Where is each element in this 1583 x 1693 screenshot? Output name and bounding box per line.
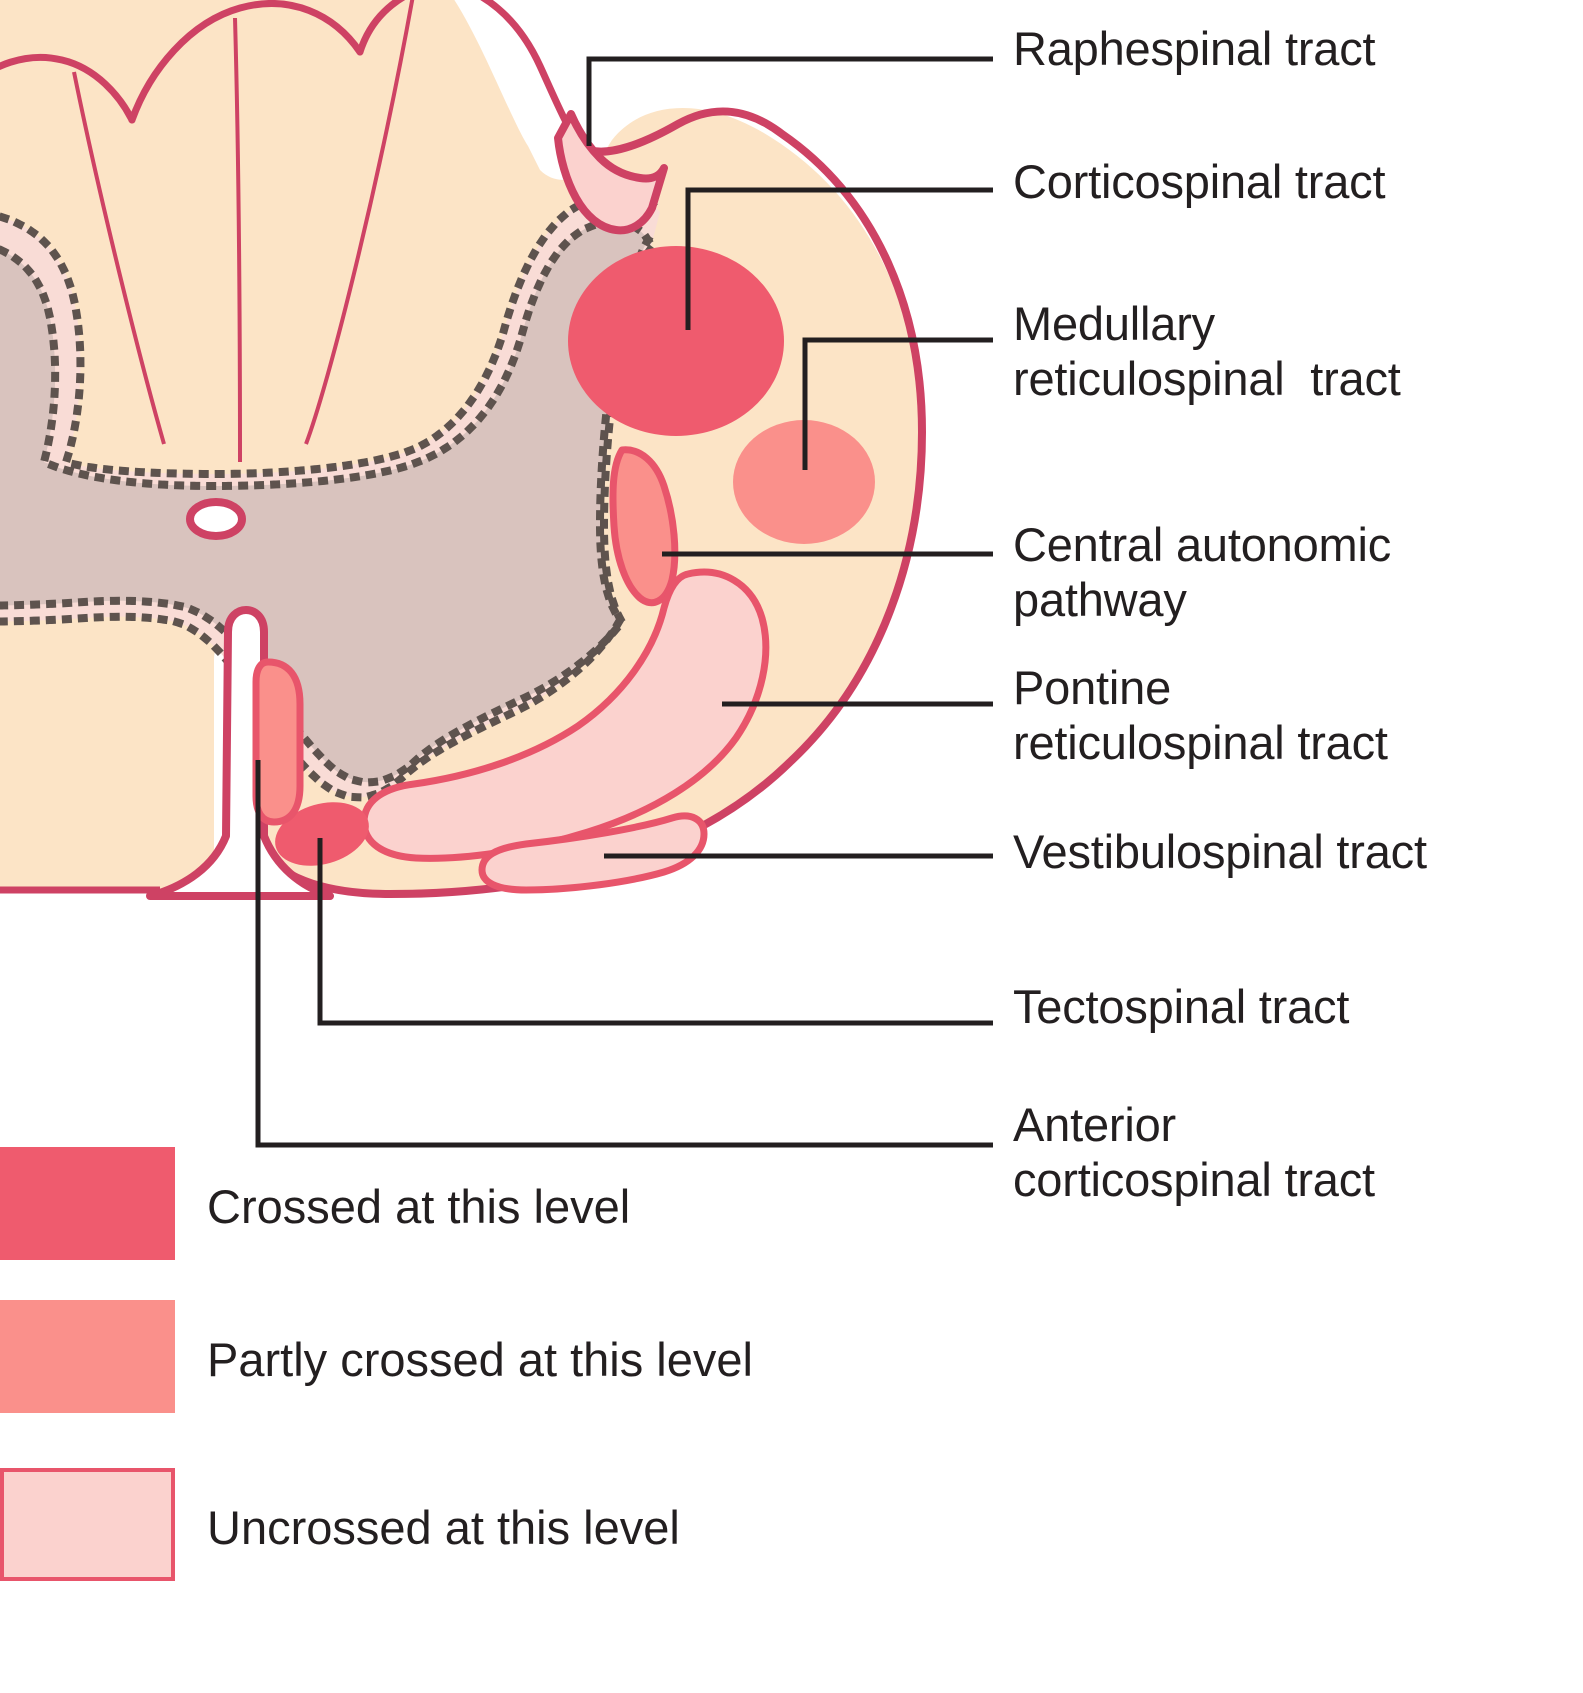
label-text: Raphespinal tract bbox=[1013, 22, 1376, 75]
dorsal-septum-2 bbox=[233, 17, 242, 463]
leader-corticospinal bbox=[685, 187, 993, 330]
label-vestibulospinal-tract: Vestibulospinal tract bbox=[1013, 825, 1427, 880]
gray-matter-dotted-outer bbox=[0, 190, 666, 479]
medullary-reticulospinal-tract bbox=[733, 420, 875, 544]
anterior-corticospinal-tract bbox=[252, 658, 304, 826]
label-text: Vestibulospinal tract bbox=[1013, 825, 1427, 878]
leader-raphespinal bbox=[586, 56, 993, 146]
cord-outline-top bbox=[0, 53, 136, 124]
tectospinal-tract bbox=[275, 802, 369, 866]
leader-tectospinal bbox=[317, 838, 993, 1026]
gray-matter-dotted-outer-lower bbox=[0, 244, 656, 802]
vestibulospinal-tract bbox=[478, 812, 708, 894]
corticospinal-tract bbox=[568, 246, 784, 436]
legend-swatch-uncrossed bbox=[0, 1468, 175, 1581]
label-corticospinal-tract: Corticospinal tract bbox=[1013, 155, 1386, 210]
label-text-line2: pathway bbox=[1013, 572, 1187, 626]
label-text-line1: Central autonomic bbox=[1013, 518, 1392, 571]
central-autonomic-pathway bbox=[609, 446, 679, 606]
leader-lines bbox=[255, 56, 993, 1148]
leader-anterior-corticospinal bbox=[255, 760, 993, 1148]
cord-outline-right bbox=[260, 107, 926, 898]
gray-matter-dotted-inner bbox=[0, 217, 654, 491]
legend-label-crossed: Crossed at this level bbox=[207, 1180, 631, 1233]
label-text-line1: Anterior bbox=[1013, 1098, 1176, 1151]
label-raphespinal-tract: Raphespinal tract bbox=[1013, 22, 1376, 77]
leader-medullary-retic bbox=[802, 337, 993, 470]
cord-outline-lobe-3 bbox=[356, 0, 406, 56]
label-text-line2: reticulospinal tract bbox=[1013, 351, 1401, 405]
cord-outline-lobe-2 bbox=[128, 0, 364, 124]
raphespinal-tract bbox=[554, 110, 668, 235]
legend-swatch-partly-crossed bbox=[0, 1300, 175, 1413]
label-text-line1: Pontine bbox=[1013, 661, 1172, 714]
label-text: Corticospinal tract bbox=[1013, 155, 1386, 208]
gray-matter-core bbox=[0, 221, 648, 783]
anterior-median-fissure bbox=[146, 606, 334, 900]
label-text: Tectospinal tract bbox=[1013, 980, 1350, 1033]
central-canal bbox=[186, 498, 246, 540]
label-text-line2: corticospinal tract bbox=[1013, 1152, 1375, 1206]
dorsal-septum-3 bbox=[304, 0, 415, 445]
spinal-cord-body bbox=[0, 0, 926, 900]
legend-label-partly-crossed: Partly crossed at this level bbox=[207, 1333, 753, 1386]
label-text-line1: Medullary bbox=[1013, 297, 1215, 350]
legend-label-uncrossed: Uncrossed at this level bbox=[207, 1501, 680, 1554]
label-text-line2: reticulospinal tract bbox=[1013, 715, 1388, 769]
label-tectospinal-tract: Tectospinal tract bbox=[1013, 980, 1349, 1035]
legend-swatch-crossed bbox=[0, 1147, 175, 1260]
gray-matter-dotted-inner-lower bbox=[0, 234, 654, 787]
pontine-reticulospinal-tract bbox=[360, 568, 770, 862]
dorsal-septum-1 bbox=[72, 71, 166, 445]
